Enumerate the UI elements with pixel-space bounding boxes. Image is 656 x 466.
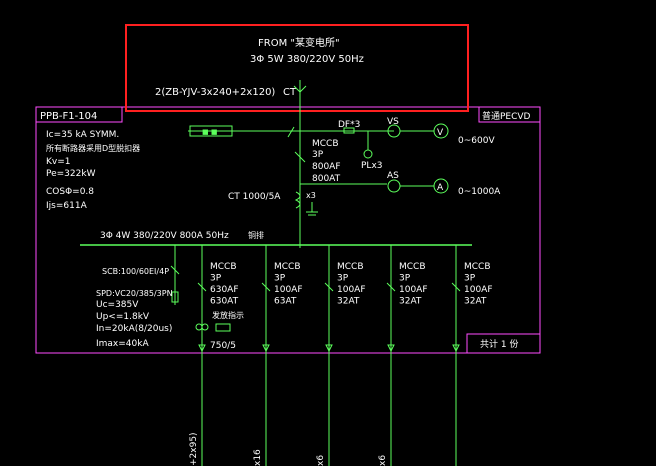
supply-spec: 3Φ 5W 380/220V 50Hz bbox=[250, 54, 364, 65]
feeder1-ct: 750/5 bbox=[210, 341, 236, 351]
feeder-poles: 3P bbox=[210, 274, 222, 284]
incoming-ct-label: CT bbox=[283, 87, 297, 98]
panel-id-box bbox=[35, 106, 123, 123]
incomer-type: MCCB bbox=[312, 139, 339, 149]
param-pe: Pe=322kW bbox=[46, 169, 96, 179]
feeder-cable: x16 bbox=[253, 449, 263, 466]
terminal-block-label: ■ ■ bbox=[202, 128, 217, 136]
feeder-af: 100AF bbox=[464, 285, 493, 295]
spd-imax: Imax=40kA bbox=[96, 339, 149, 349]
page-count: 共计 1 份 bbox=[480, 338, 518, 350]
feeder-type: MCCB bbox=[464, 262, 491, 272]
feeder-at: 32AT bbox=[399, 297, 422, 307]
feeder-cable: +2x95) bbox=[189, 432, 199, 466]
branch-tick bbox=[287, 126, 295, 138]
voltmeter-symbol: V bbox=[437, 128, 444, 138]
feeder-at: 32AT bbox=[464, 297, 487, 307]
feeder-poles: 3P bbox=[274, 274, 286, 284]
incoming-arrow bbox=[293, 85, 307, 93]
voltmeter-icon bbox=[433, 123, 449, 139]
fuse-label: DF*3 bbox=[338, 120, 360, 130]
feeder-cable: x6 bbox=[316, 455, 326, 466]
source-from: FROM "某变电所" bbox=[258, 36, 340, 49]
incoming-cable: 2(ZB-YJV-3x240+2x120) bbox=[155, 87, 275, 98]
page-box bbox=[466, 333, 541, 354]
indicator-label: 发放指示 bbox=[212, 310, 244, 320]
pilot-lamp-icon bbox=[363, 149, 373, 159]
busbar-material: 铜排 bbox=[248, 230, 264, 240]
feeder-poles: 3P bbox=[337, 274, 349, 284]
feeder-af: 630AF bbox=[210, 285, 239, 295]
incomer-breaker-icon bbox=[294, 151, 306, 163]
panel-border bbox=[35, 106, 541, 354]
ammeter-range: 0~1000A bbox=[458, 187, 501, 197]
panel-type: 普通PECVD bbox=[482, 110, 531, 122]
feeder-type: MCCB bbox=[337, 262, 364, 272]
feeder-type: MCCB bbox=[274, 262, 301, 272]
feeder-cable: x6 bbox=[378, 455, 388, 466]
ammeter-switch-icon bbox=[387, 179, 401, 193]
param-cos: COSΦ=0.8 bbox=[46, 187, 94, 197]
feeder-type: MCCB bbox=[399, 262, 426, 272]
indicator-icon bbox=[215, 323, 231, 332]
ct-coil-icon-2 bbox=[201, 323, 209, 331]
feeder-arrow-icon bbox=[387, 344, 395, 353]
feeder-af: 100AF bbox=[399, 285, 428, 295]
feeder-poles: 3P bbox=[399, 274, 411, 284]
incomer-af: 800AF bbox=[312, 162, 341, 172]
ct-coil-icon-1 bbox=[195, 323, 203, 331]
incomer-poles: 3P bbox=[312, 150, 324, 160]
panel-type-box bbox=[478, 106, 541, 123]
spd-breaker-icon bbox=[170, 265, 180, 275]
feeder-at: 32AT bbox=[337, 297, 360, 307]
feeder-breaker-icon bbox=[324, 282, 334, 292]
feeder-af: 100AF bbox=[337, 285, 366, 295]
feeder-breaker-icon bbox=[386, 282, 396, 292]
feeder-group: MCCB3P630AF630AT+2x95)MCCB3P100AF63ATx16… bbox=[189, 245, 493, 466]
feeder-arrow-icon bbox=[452, 344, 460, 353]
feeder-type: MCCB bbox=[210, 262, 237, 272]
feeder-arrow-icon bbox=[198, 344, 206, 353]
spd-uc: Uc=385V bbox=[96, 300, 139, 310]
ct-icon bbox=[294, 191, 301, 209]
voltmeter-range: 0~600V bbox=[458, 136, 495, 146]
busbar-label: 3Φ 4W 380/220V 800A 50Hz bbox=[100, 231, 229, 241]
as-label: AS bbox=[387, 171, 399, 181]
feeder-at: 630AT bbox=[210, 297, 239, 307]
ammeter-icon bbox=[433, 178, 449, 194]
spd-up: Up<=1.8kV bbox=[96, 312, 150, 322]
param-note: 所有断路器采用D型脱扣器 bbox=[46, 143, 140, 153]
feeder-at: 63AT bbox=[274, 297, 297, 307]
ct-ratio: CT 1000/5A bbox=[228, 192, 281, 202]
param-ic: Ic=35 kA SYMM. bbox=[46, 130, 119, 140]
panel-id: PPB-F1-104 bbox=[40, 111, 97, 122]
pl-label: PLx3 bbox=[361, 161, 383, 171]
spd-in: In=20kA(8/20us) bbox=[96, 324, 172, 334]
highlight-box bbox=[125, 24, 469, 112]
feeder-poles: 3P bbox=[464, 274, 476, 284]
feeder-af: 100AF bbox=[274, 285, 303, 295]
feeder-breaker-icon bbox=[451, 282, 461, 292]
ct-qty: x3 bbox=[306, 191, 316, 200]
terminal-block bbox=[189, 125, 233, 137]
param-kv: Kv=1 bbox=[46, 157, 71, 167]
param-ijs: Ijs=611A bbox=[46, 201, 88, 211]
feeder-breaker-icon bbox=[261, 282, 271, 292]
ammeter-symbol: A bbox=[437, 183, 444, 193]
spd-model: SPD:VC20/385/3PN bbox=[96, 289, 173, 298]
spd-device-icon bbox=[171, 291, 179, 303]
fuse-symbol bbox=[343, 127, 355, 134]
feeder-arrow-icon bbox=[325, 344, 333, 353]
vs-label: VS bbox=[387, 117, 399, 127]
incomer-at: 800AT bbox=[312, 174, 341, 184]
feeder-breaker-icon bbox=[197, 282, 207, 292]
spd-breaker: SCB:100/60EI/4P bbox=[102, 267, 169, 276]
feeder-arrow-icon bbox=[262, 344, 270, 353]
